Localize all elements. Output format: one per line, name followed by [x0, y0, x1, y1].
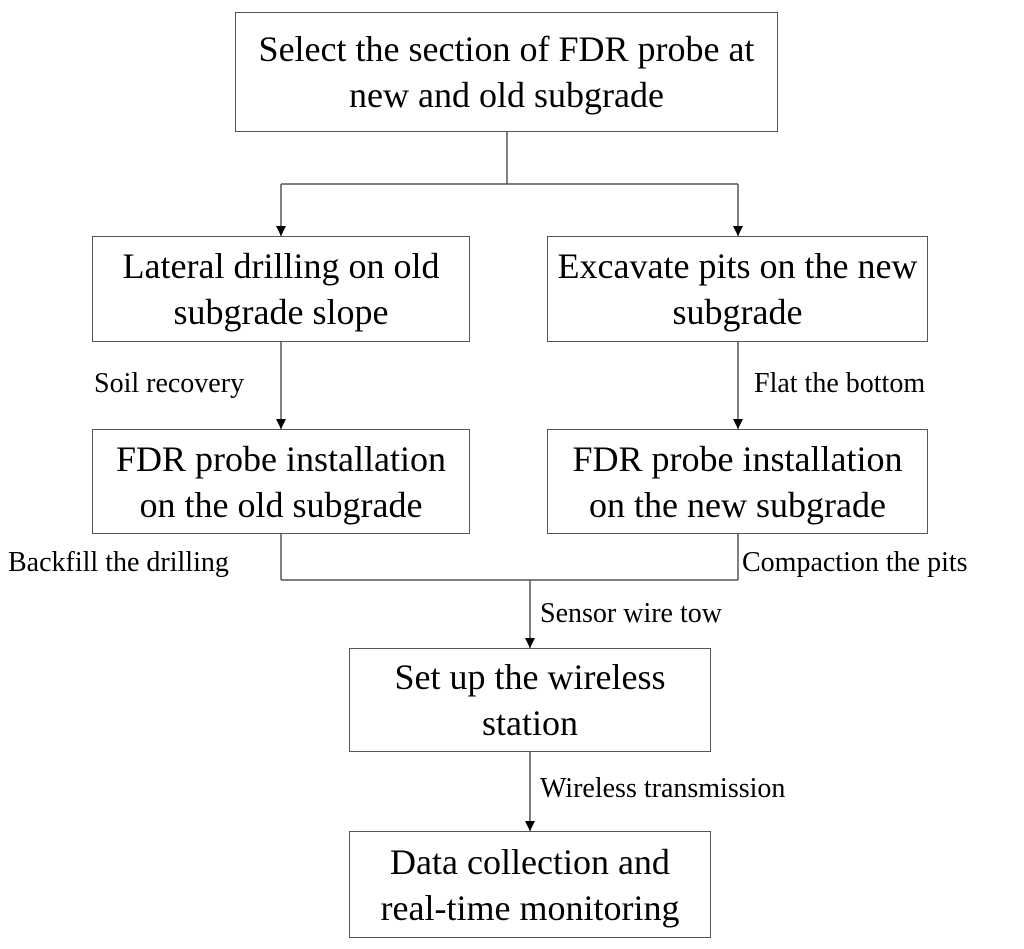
node-data-collection: Data collection and real-time monitoring [349, 831, 711, 938]
label-backfill: Backfill the drilling [8, 547, 229, 578]
node-probe-old: FDR probe installation on the old subgra… [92, 429, 470, 534]
label-flat-bottom: Flat the bottom [754, 368, 926, 399]
node-lateral-drilling: Lateral drilling on old subgrade slope [92, 236, 470, 342]
label-compaction: Compaction the pits [742, 547, 968, 578]
label-soil-recovery: Soil recovery [94, 368, 245, 399]
node-probe-new: FDR probe installation on the new subgra… [547, 429, 928, 534]
label-wireless-transmission: Wireless transmission [540, 773, 786, 804]
node-select-section: Select the section of FDR probe at new a… [235, 12, 778, 132]
node-wireless-station: Set up the wireless station [349, 648, 711, 752]
label-sensor-wire-tow: Sensor wire tow [540, 598, 722, 629]
node-excavate-pits: Excavate pits on the new subgrade [547, 236, 928, 342]
